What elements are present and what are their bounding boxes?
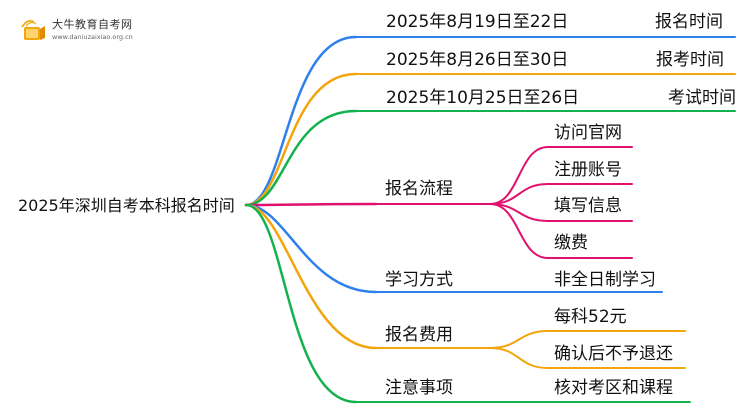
branch-date-registration: 2025年8月19日至22日 — [386, 12, 569, 32]
leaf-fill-information: 填写信息 — [554, 196, 622, 216]
branch-value-exam: 考试时间 — [668, 88, 736, 108]
leaf-register-account: 注册账号 — [554, 160, 622, 180]
fee-connector-1 — [489, 347, 549, 369]
leaf-visit-website: 访问官网 — [554, 123, 622, 143]
logo-url: www.daniuzaixiao.org.cn — [52, 33, 133, 41]
site-logo: 大牛教育自考网 www.daniuzaixiao.org.cn — [18, 14, 168, 48]
branch-registration-process: 报名流程 — [385, 179, 453, 199]
fee-connector-0 — [489, 330, 549, 349]
connector-branch-4 — [244, 203, 378, 294]
branch-value-application: 报考时间 — [656, 50, 724, 70]
connector-branch-3 — [244, 202, 378, 207]
connector-branch-1 — [244, 72, 358, 207]
connector-branch-6 — [244, 203, 358, 404]
branch-registration-fee: 报名费用 — [385, 325, 453, 345]
book-logo-icon — [21, 20, 45, 40]
connector-branch-5 — [244, 203, 378, 350]
branch-date-application: 2025年8月26日至30日 — [386, 50, 569, 70]
leaf-payment: 缴费 — [554, 233, 588, 253]
branch-study-mode: 学习方式 — [385, 270, 453, 290]
root-node: 2025年深圳自考本科报名时间 — [18, 196, 235, 215]
leaf-part-time-study: 非全日制学习 — [554, 270, 656, 290]
connector-branch-0 — [244, 35, 358, 207]
process-connector-0 — [489, 146, 549, 205]
leaf-no-refund: 确认后不予退还 — [554, 344, 673, 364]
leaf-fee-per-subject: 每科52元 — [554, 307, 627, 327]
leaf-check-exam-area: 核对考区和课程 — [554, 378, 673, 398]
process-connector-3 — [489, 203, 549, 259]
branch-notes: 注意事项 — [385, 378, 453, 398]
logo-title: 大牛教育自考网 — [52, 18, 133, 31]
connector-branch-2 — [244, 109, 358, 207]
branch-value-registration: 报名时间 — [655, 12, 723, 32]
branch-date-exam: 2025年10月25日至26日 — [386, 88, 580, 108]
